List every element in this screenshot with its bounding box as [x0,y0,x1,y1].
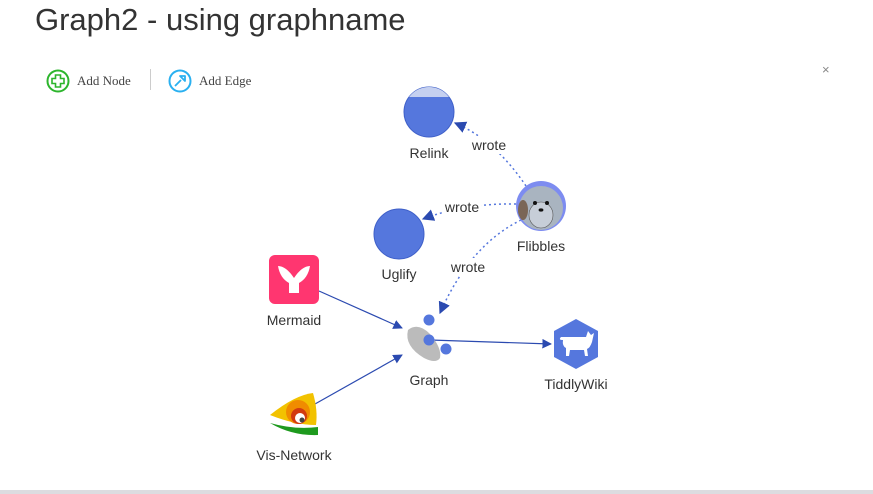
node-mermaid[interactable]: Mermaid [267,255,321,328]
add-edge-label: Add Edge [199,73,252,88]
edge-label: wrote [471,137,506,153]
svg-text:Vis-Network: Vis-Network [256,447,332,463]
bottom-border [0,490,873,494]
svg-text:Uglify: Uglify [381,266,416,282]
edge-graph-tiddlywiki[interactable] [429,338,552,349]
node-uglify[interactable]: Uglify [373,208,425,282]
edge-flibbles-uglify[interactable] [421,203,517,221]
arrow-edge-icon [168,69,192,93]
add-node-label: Add Node [77,73,131,88]
node-visnetwork[interactable]: Vis-Network [256,393,333,463]
plus-circle-icon [46,69,70,93]
svg-text:TiddlyWiki: TiddlyWiki [544,376,607,392]
cat-icon [559,331,594,356]
node-graph[interactable]: Graph [407,314,452,389]
close-button[interactable]: × [822,62,830,77]
toolbar-divider [150,69,151,90]
edge-mermaid-graph[interactable] [318,290,403,329]
add-node-button[interactable]: Add Node [46,69,131,93]
svg-text:Relink: Relink [410,145,450,161]
dog-avatar-icon [518,186,563,230]
mermaid-logo-icon [278,266,310,293]
edge-visnetwork-graph[interactable] [314,354,403,405]
svg-text:Graph: Graph [410,372,449,388]
svg-text:Mermaid: Mermaid [267,312,321,328]
node-flibbles[interactable]: Flibbles [516,181,566,254]
svg-text:Flibbles: Flibbles [517,238,565,254]
add-edge-button[interactable]: Add Edge [168,69,251,93]
edge-label: wrote [450,259,485,275]
node-relink[interactable]: Relink [400,85,460,161]
node-tiddlywiki[interactable]: TiddlyWiki [544,319,608,392]
page-title: Graph2 - using graphname [35,2,406,37]
edge-flibbles-relink[interactable] [453,121,527,187]
edge-label: wrote [444,199,479,215]
